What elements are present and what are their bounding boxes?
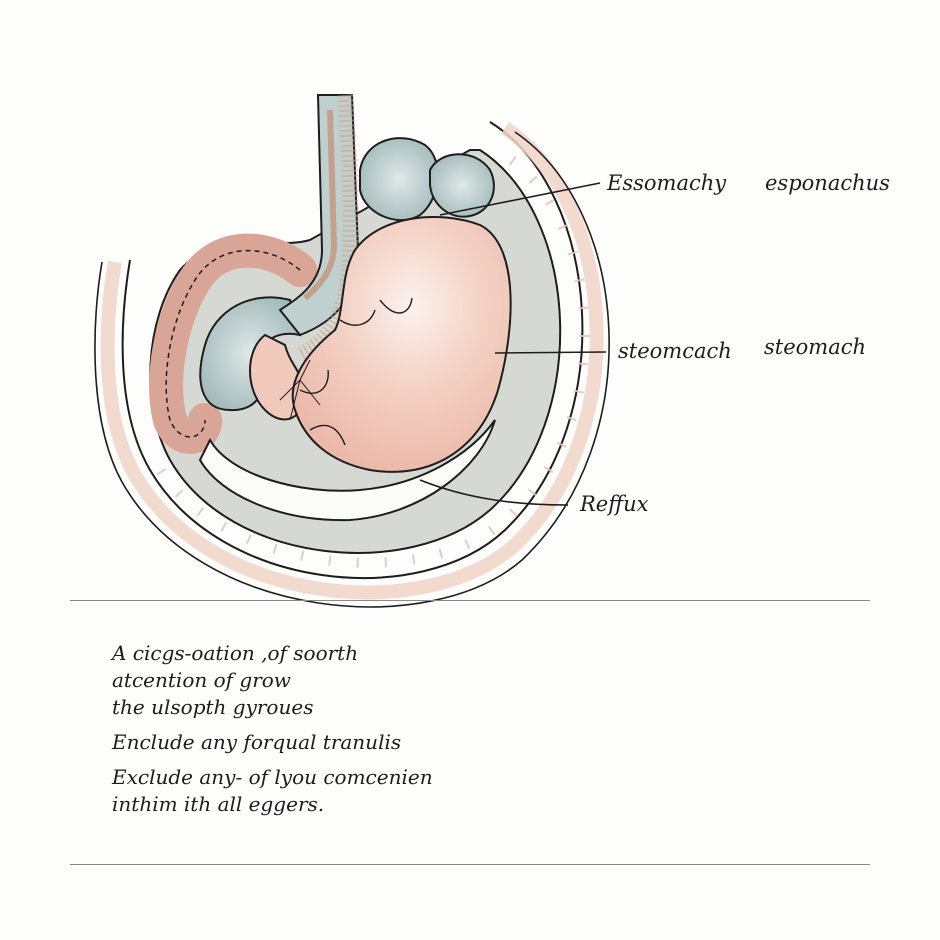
- label-stomach-2: steomach: [764, 335, 867, 359]
- note-line-3: the ulsopth gyroues: [112, 695, 314, 719]
- upper-lobe-right: [429, 153, 495, 218]
- stomach-veins: [279, 359, 321, 421]
- leader-reflux: [419, 479, 569, 506]
- note-line-6: inthim ith all eggers.: [112, 792, 325, 816]
- divider-bottom: [70, 864, 870, 865]
- label-esophagus-2: esponachus: [765, 171, 890, 195]
- label-reflux: Reffux: [580, 492, 649, 516]
- note-line-1: A cicgs-oation ,of soorth: [112, 641, 359, 665]
- label-stomach-1: steomcach: [618, 339, 732, 363]
- esophagus-lining: [303, 109, 338, 301]
- label-esophagus-1: Essomachy: [607, 171, 727, 195]
- note-line-4: Enclude any forqual tranulis: [112, 730, 402, 754]
- stomach-rugae: [299, 297, 413, 446]
- divider-top: [70, 600, 870, 601]
- leader-stomach: [494, 351, 607, 354]
- outer-wall-layer: [121, 121, 584, 579]
- note-line-2: atcention of grow: [112, 668, 291, 692]
- outer-wall-outline: [94, 131, 610, 608]
- colon-outline: [165, 249, 301, 438]
- reflux-region: [198, 419, 496, 522]
- outer-wall-fill: [100, 122, 604, 600]
- note-line-5: Exclude any- of lyou comcenien: [112, 765, 433, 789]
- stomach-body: [291, 216, 512, 473]
- leader-esophagus: [439, 182, 601, 216]
- upper-lobe-left: [359, 137, 439, 222]
